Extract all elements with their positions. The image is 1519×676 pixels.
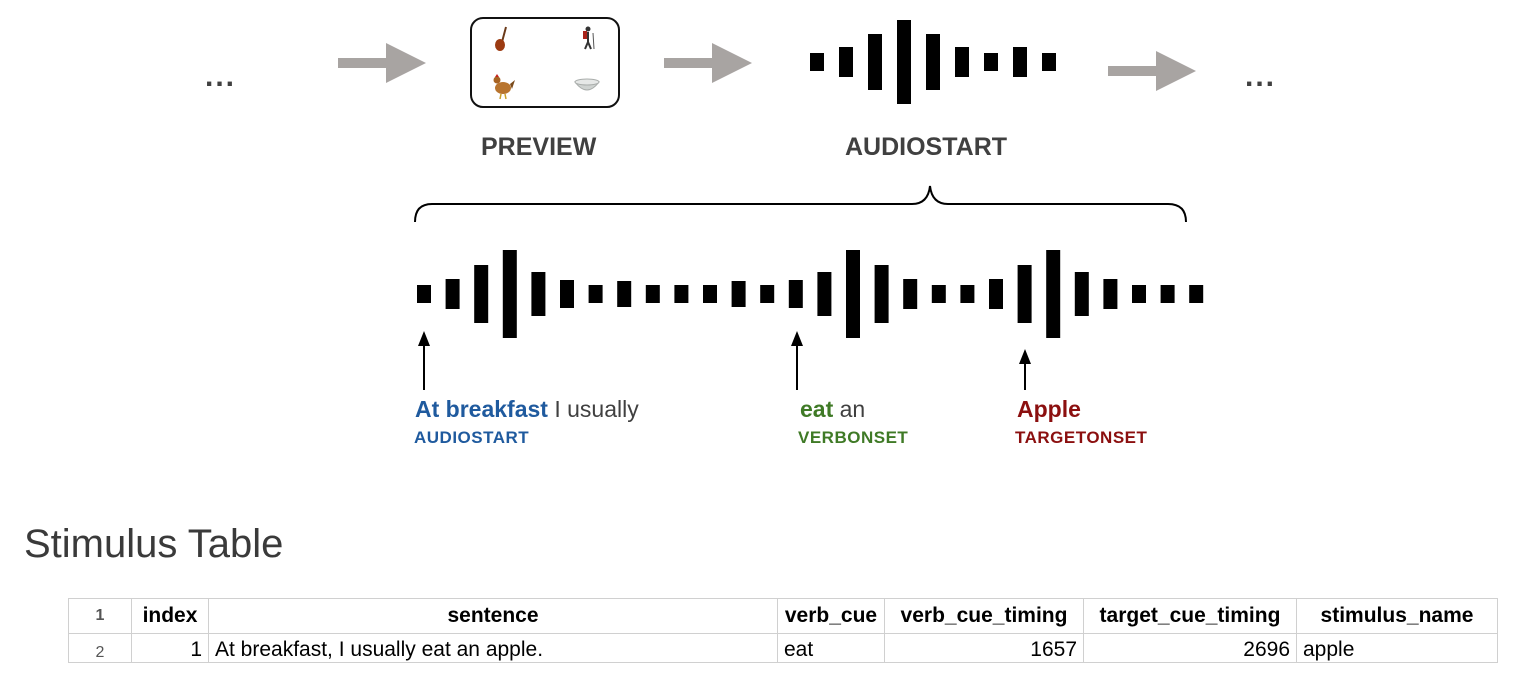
waveform-bar — [445, 279, 460, 309]
waveform-bar — [817, 272, 832, 316]
verbonset-pointer-arrow — [791, 331, 803, 390]
waveform-bar — [645, 285, 660, 303]
waveform-bar — [1042, 53, 1056, 71]
waveform-bar — [846, 250, 860, 338]
audiostart-pointer-arrow — [418, 331, 430, 390]
preview-frame — [470, 17, 620, 108]
cell-verb-cue-timing[interactable]: 1657 — [884, 633, 1084, 663]
bowl-icon — [573, 78, 601, 91]
waveform-bar — [1017, 265, 1032, 323]
guitar-icon — [495, 26, 507, 51]
waveform-bar — [984, 53, 998, 71]
phrase-rest-verbonset: an — [833, 396, 866, 422]
hiker-icon — [583, 26, 595, 50]
phrase-highlight-targetonset: Apple — [1017, 396, 1081, 422]
column-header-index[interactable]: index — [131, 598, 209, 634]
waveform-bar — [731, 281, 746, 307]
column-header-sentence[interactable]: sentence — [208, 598, 778, 634]
cell-stimulus-name[interactable]: apple — [1296, 633, 1498, 663]
cell-target-cue-timing[interactable]: 2696 — [1083, 633, 1297, 663]
experiment-flow-diagram — [338, 17, 1204, 390]
waveform-bar — [1074, 272, 1089, 316]
row-number[interactable]: 1 — [68, 598, 132, 634]
waveform-bar — [868, 34, 882, 90]
phrase-audiostart: At breakfast I usually — [415, 396, 639, 423]
waveform-bar — [926, 34, 940, 90]
targetonset-pointer-arrow — [1019, 349, 1031, 390]
preview-label: PREVIEW — [481, 133, 597, 161]
waveform-bar — [1046, 250, 1061, 338]
waveform-bar — [674, 285, 689, 303]
column-header-verb-cue-timing[interactable]: verb_cue_timing — [884, 598, 1084, 634]
chicken-icon — [493, 74, 515, 100]
row-number[interactable]: 2 — [68, 633, 132, 663]
waveform-bar — [810, 53, 824, 71]
audiostart-tag: AUDIOSTART — [414, 428, 530, 447]
cell-index[interactable]: 1 — [131, 633, 209, 663]
phrase-highlight-audiostart: At breakfast — [415, 396, 548, 422]
targetonset-tag: TARGETONSET — [1015, 428, 1148, 447]
waveform-bar — [703, 285, 717, 303]
waveform-bar — [760, 285, 775, 303]
waveform-bar — [560, 280, 574, 308]
audio-waveform-small — [810, 20, 1056, 104]
column-header-verb-cue[interactable]: verb_cue — [777, 598, 885, 634]
table-row: 2 1 At breakfast, I usually eat an apple… — [68, 633, 1498, 663]
waveform-bar — [617, 281, 632, 307]
phrase-targetonset: Apple — [1017, 396, 1081, 423]
table-title: Stimulus Table — [24, 522, 284, 566]
ellipsis-right: ... — [1245, 60, 1277, 93]
waveform-bar — [874, 265, 889, 323]
flow-arrow — [338, 43, 426, 83]
audio-waveform-large — [417, 250, 1204, 338]
waveform-bar — [502, 250, 517, 338]
verbonset-tag: VERBONSET — [798, 428, 909, 447]
waveform-bar — [931, 285, 946, 303]
flow-arrow — [1108, 51, 1196, 91]
phrase-verbonset: eat an — [800, 396, 865, 423]
phrase-rest-audiostart: I usually — [547, 396, 639, 422]
waveform-bar — [903, 279, 918, 309]
waveform-bar — [839, 47, 853, 77]
waveform-bar — [955, 47, 969, 77]
waveform-bar — [588, 285, 603, 303]
waveform-bar — [474, 265, 489, 323]
waveform-bar — [960, 285, 975, 303]
column-header-stimulus-name[interactable]: stimulus_name — [1296, 598, 1498, 634]
table-header-row: 1 index sentence verb_cue verb_cue_timin… — [68, 598, 1498, 634]
waveform-bar — [1013, 47, 1027, 77]
waveform-bar — [417, 285, 431, 303]
waveform-bar — [1160, 285, 1175, 303]
cell-sentence[interactable]: At breakfast, I usually eat an apple. — [208, 633, 778, 663]
audiostart-stage-label: AUDIOSTART — [845, 133, 1008, 161]
waveform-bar — [788, 280, 803, 308]
phrase-highlight-verbonset: eat — [800, 396, 834, 422]
waveform-bar — [897, 20, 911, 104]
cell-verb-cue[interactable]: eat — [777, 633, 885, 663]
flow-arrow — [664, 43, 752, 83]
ellipsis-left: ... — [205, 60, 237, 93]
stimulus-table: 1 index sentence verb_cue verb_cue_timin… — [68, 598, 1498, 663]
waveform-bar — [1132, 285, 1146, 303]
waveform-bar — [1103, 279, 1118, 309]
waveform-bar — [1189, 285, 1204, 303]
waveform-bar — [531, 272, 546, 316]
column-header-target-cue-timing[interactable]: target_cue_timing — [1083, 598, 1297, 634]
curly-brace — [414, 185, 1187, 223]
waveform-bar — [989, 279, 1003, 309]
